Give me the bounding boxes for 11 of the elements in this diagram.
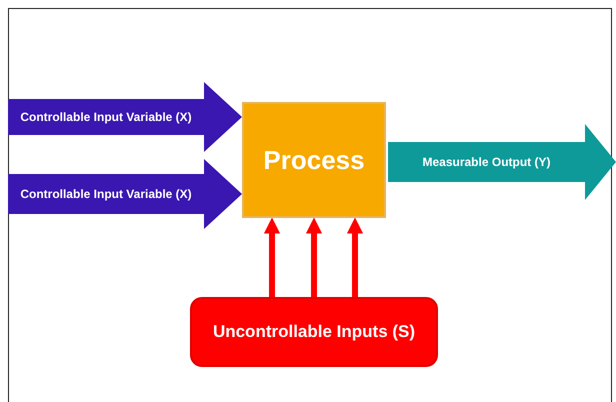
arrow [306,217,322,297]
block-arrow [388,124,616,200]
input-box: Uncontrollable Inputs (S) [190,297,438,367]
edge-label: Controllable Input Variable (X) [20,187,192,201]
arrow [346,217,364,297]
block-arrow [8,82,242,152]
edge-label: Controllable Input Variable (X) [20,110,192,124]
process-box: Process [242,102,386,218]
arrow [264,217,280,297]
edge-label: Measurable Output (Y) [422,155,550,169]
block-arrow [8,159,242,229]
